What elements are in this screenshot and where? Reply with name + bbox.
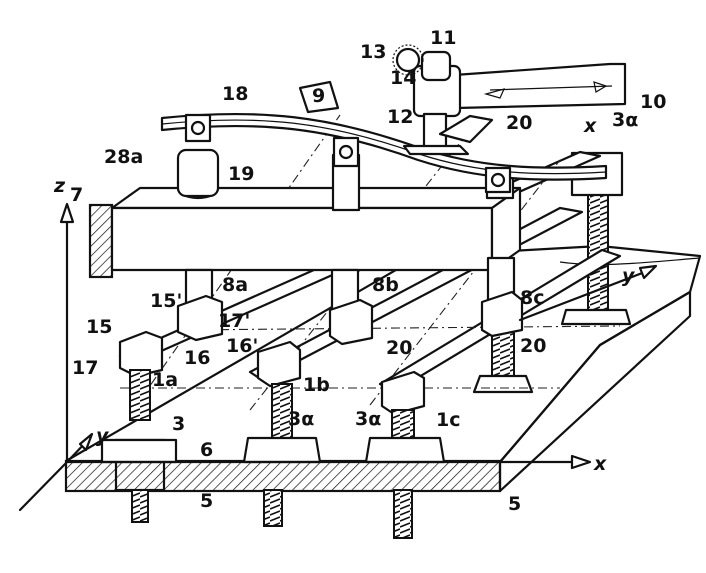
label-20-right: 20 [520,335,546,357]
label-3a-c: 3α [355,408,381,430]
label-17p: 17' [218,310,250,332]
fixed-beam [88,186,522,279]
label-15: 15 [86,316,112,338]
label-1b: 1b [303,374,330,396]
label-1c: 1c [436,409,460,431]
label-7: 7 [70,184,83,206]
label-19: 19 [228,163,254,185]
axis-y-left-label: y [96,425,110,447]
label-10: 10 [640,91,666,113]
label-16p: 16' [226,335,258,357]
label-14: 14 [390,67,416,89]
label-9: 9 [312,85,325,107]
label-5-right: 5 [508,493,521,515]
label-3a-mid: 3α [288,408,314,430]
label-3: 3 [172,413,185,435]
label-20-top: 20 [506,112,532,134]
upper-columns [176,148,515,212]
label-11: 11 [430,27,456,49]
label-16: 16 [184,347,210,369]
label-8b: 8b [372,274,399,296]
axis-z-label: z [53,175,66,197]
label-28a: 28a [104,146,143,168]
label-12: 12 [387,106,413,128]
label-8c: 8c [520,287,544,309]
top-clamps [184,113,512,194]
coordinate-axes [18,202,658,512]
label-3a-top: 3α [612,109,638,131]
axis-y-right-label: y [622,265,636,287]
label-5-left: 5 [200,490,213,512]
label-13: 13 [360,41,386,63]
axis-labels: z y x x y [53,115,636,475]
label-15p: 15' [150,290,182,312]
label-17: 17 [72,357,98,379]
axis-x-right-label: x [593,453,607,475]
label-1a: 1a [152,369,178,391]
jaw-clamps [118,290,524,416]
lower-screws [100,369,446,539]
label-6: 6 [200,439,213,461]
axis-x-top-label: x [583,115,597,137]
part-labels: 13 11 14 10 9 18 12 20 3α 28a 19 7 8a 8b… [70,27,666,515]
label-8a: 8a [222,274,248,296]
label-18: 18 [222,83,248,105]
press-mechanism [392,44,627,156]
label-20-mid: 20 [386,337,412,359]
